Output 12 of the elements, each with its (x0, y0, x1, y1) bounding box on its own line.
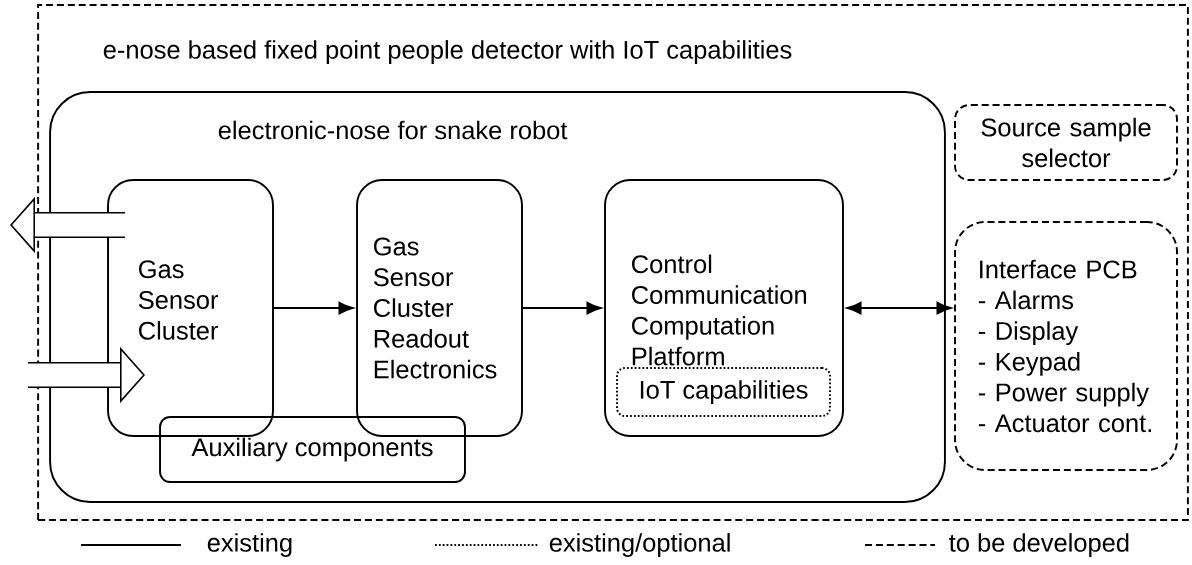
legend-item: existing/optional (434, 533, 730, 557)
arrow (846, 301, 952, 315)
legend-item: existing (80, 533, 292, 557)
capability-box: IoT capabilities (616, 367, 831, 417)
sensor-box: Gas Sensor Cluster (107, 179, 274, 437)
arrow (522, 301, 602, 315)
readout-box: Gas Sensor Cluster Readout Electronics (356, 179, 523, 437)
arrow (273, 301, 354, 315)
legend-item: to be developed (864, 533, 1129, 557)
auxiliary-box: Auxiliary components (159, 416, 466, 483)
interface-box: Interface PCB - Alarms - Display - Keypad - Power supply - Actuator cont. (954, 221, 1178, 471)
selector-box: Source sample selector (954, 104, 1178, 181)
